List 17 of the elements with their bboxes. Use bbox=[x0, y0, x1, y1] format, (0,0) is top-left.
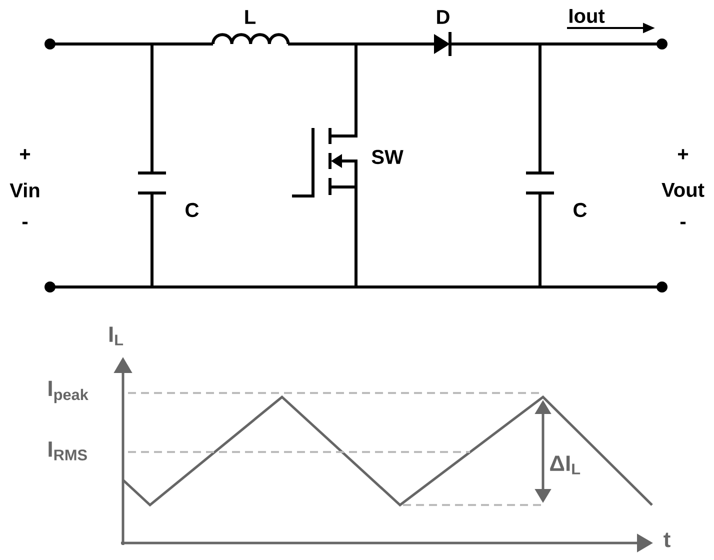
axis-label: I$_{L}$ bbox=[109, 326, 124, 346]
axis-label: ΔI$_{L}$ bbox=[550, 456, 580, 474]
circuit-label: - bbox=[680, 222, 686, 224]
circuit-label: Vin bbox=[10, 182, 40, 198]
circuit-label: L bbox=[245, 10, 256, 24]
axis-label: I$_{RMS}$ bbox=[48, 442, 87, 460]
circuit-label: - bbox=[22, 222, 28, 224]
circuit-label: SW bbox=[372, 150, 404, 164]
circuit-label: + bbox=[678, 149, 688, 160]
axis-label: I$_{peak}$ bbox=[48, 380, 88, 404]
circuit-label: C bbox=[186, 202, 199, 218]
circuit-label: C bbox=[574, 202, 587, 218]
axis-label: t bbox=[664, 532, 670, 548]
circuit-label: D bbox=[437, 10, 450, 24]
circuit-label: + bbox=[20, 149, 30, 160]
circuit-label: Iout bbox=[570, 9, 605, 23]
circuit-label: Vout bbox=[662, 183, 704, 197]
